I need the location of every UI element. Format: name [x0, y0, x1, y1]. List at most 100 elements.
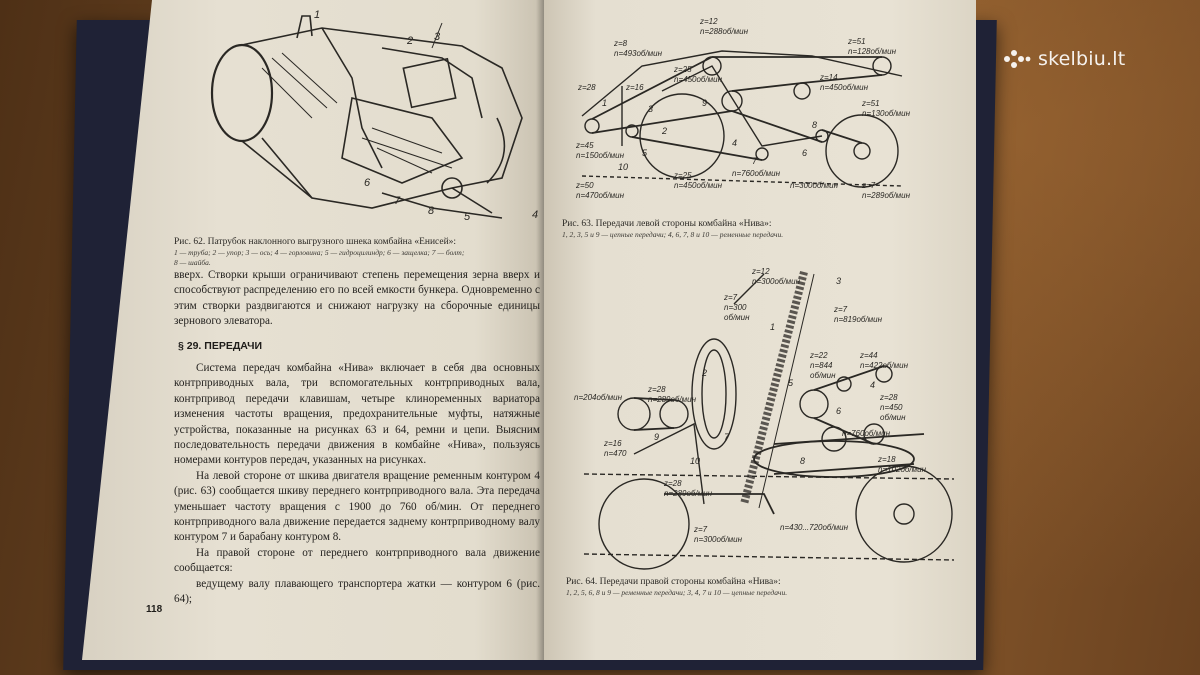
section-title: § 29. ПЕРЕДАЧИ — [178, 340, 263, 352]
fig63-label-5: n=493об/мин — [614, 49, 663, 58]
fig63-label-4: z=8 — [613, 39, 628, 48]
fig64-callout-4: 4 — [870, 380, 875, 390]
main-text: Система передач комбайна «Нива» включает… — [174, 361, 540, 608]
fig63-label-2: z=51 — [847, 37, 866, 46]
fig64-caption-legend: 1, 2, 5, 6, 8 и 9 — ременные передачи; 3… — [566, 588, 788, 597]
fig63-callout-9: 9 — [702, 98, 707, 108]
fig64-label-5: n=300 — [724, 303, 747, 312]
fig64-label-15: n=204об/мин — [574, 393, 623, 402]
fig62-callout-8: 8 — [428, 205, 435, 217]
fig64-label-9: об/мин — [810, 371, 836, 380]
fig63-callout-3: 3 — [648, 104, 653, 114]
fig64-caption: Рис. 64. Передачи правой стороны комбайн… — [566, 576, 966, 598]
fig64-label-22: n=102об/мин — [878, 465, 927, 474]
fig64-label-23: z=28 — [663, 479, 682, 488]
fig63-label-0: z=12 — [699, 17, 718, 26]
fig63-label-3: n=128об/мин — [848, 47, 897, 56]
fig63-caption-title: Рис. 63. Передачи левой стороны комбайна… — [562, 219, 772, 229]
fig63-label-20: z=50 — [575, 181, 594, 190]
fig62-callout-4: 4 — [532, 209, 538, 221]
fig63-callout-7: 7 — [752, 156, 758, 166]
fig63-callout-1: 1 — [602, 98, 607, 108]
fig64-callout-6: 6 — [836, 406, 841, 416]
fig64-callout-10: 10 — [690, 456, 700, 466]
fig64-label-0: z=12 — [751, 267, 770, 276]
fig64-label-25: z=7 — [693, 525, 708, 534]
fig63-label-17: n=450об/мин — [674, 181, 723, 190]
fig63-label-16: z=25 — [673, 171, 692, 180]
fig63-caption-legend: 1, 2, 3, 5 и 9 — цепные передачи; 4, 6, … — [562, 230, 784, 239]
fig64-label-6: об/мин — [724, 313, 750, 322]
fig62-callout-3: 3 — [434, 31, 441, 43]
fig64-label-7: z=22 — [809, 351, 828, 360]
fig64-label-11: n=422об/мин — [860, 361, 909, 370]
fig63-label-1: n=288об/мин — [700, 27, 749, 36]
fig64-label-13: n=450 — [880, 403, 903, 412]
fig64-label-16: z=28 — [647, 385, 666, 394]
fig62-callout-1: 1 — [314, 9, 320, 21]
fig62-drawing: 1 2 3 4 5 6 7 8 — [210, 9, 538, 223]
fig62-caption: Рис. 62. Патрубок наклонного выгрузного … — [174, 236, 540, 268]
right-page: z=12 n=288об/мин z=51 n=128об/мин z=8 n=… — [544, 0, 976, 660]
fig64-callout-8: 8 — [800, 456, 805, 466]
paragraph-1: Система передач комбайна «Нива» включает… — [174, 362, 540, 467]
fig63-label-22: z=7 — [861, 181, 876, 190]
fig63-callout-6: 6 — [802, 148, 807, 158]
fig62-caption-legend-2: 8 — шайба. — [174, 258, 211, 267]
fig63-label-9: n=450об/мин — [820, 83, 869, 92]
fig64-callout-7: 7 — [724, 432, 730, 442]
fig64-label-8: n=844 — [810, 361, 833, 370]
fig63-label-21: n=470об/мин — [576, 191, 625, 200]
fig62-caption-title: Рис. 62. Патрубок наклонного выгрузного … — [174, 237, 457, 247]
skelbiu-logo-icon — [1004, 50, 1031, 68]
paragraph-continued: вверх. Створки крыши ограничивают степен… — [174, 268, 540, 330]
fig63-caption: Рис. 63. Передачи левой стороны комбайна… — [562, 218, 962, 240]
fig64-label-26: n=300об/мин — [694, 535, 743, 544]
fig64-label-14: об/мин — [880, 413, 906, 422]
fig63-label-8: z=14 — [819, 73, 838, 82]
fig63-label-19: n=300об/мин — [790, 181, 839, 190]
fig62-callout-2: 2 — [406, 35, 413, 47]
fig63-label-12: z=28 — [577, 83, 596, 92]
fig63-callout-2: 2 — [661, 126, 667, 136]
fig63-label-23: n=289об/мин — [862, 191, 911, 200]
fig64-callout-3: 3 — [836, 276, 841, 286]
fig63-callout-8: 8 — [812, 120, 817, 130]
fig64-caption-title: Рис. 64. Передачи правой стороны комбайн… — [566, 577, 781, 587]
fig64-drawing: z=12 n=300об/мин z=7 n=819об/мин z=7 n=3… — [574, 267, 955, 570]
fig64-label-12: z=28 — [879, 393, 898, 402]
skelbiu-watermark-text: skelbiu.lt — [1038, 48, 1126, 70]
fig63-label-11: n=130об/мин — [862, 109, 911, 118]
fig63-label-14: z=45 — [575, 141, 594, 150]
fig63-label-7: n=450об/мин — [674, 75, 723, 84]
fig63-label-6: z=25 — [673, 65, 692, 74]
fig64-label-18: n=760об/мин — [842, 429, 891, 438]
fig64-label-2: z=7 — [833, 305, 848, 314]
fig64-callout-1: 1 — [770, 322, 775, 332]
fig64-callout-2: 2 — [701, 368, 707, 378]
fig63-callout-10: 10 — [618, 162, 628, 172]
left-page: 1 2 3 4 5 6 7 8 Рис. 62. Патрубок наклон… — [82, 0, 544, 660]
fig62-caption-legend-1: 1 — труба; 2 — упор; 3 — ось; 4 — горлов… — [174, 248, 465, 257]
page-number: 118 — [146, 604, 163, 615]
fig63-label-13: z=16 — [625, 83, 644, 92]
fig63-drawing: z=12 n=288об/мин z=51 n=128об/мин z=8 n=… — [575, 17, 911, 200]
fig62-callout-6: 6 — [364, 177, 371, 189]
fig64-label-19: z=16 — [603, 439, 622, 448]
fig64-label-17: n=289об/мин — [648, 395, 697, 404]
fig64-callout-5: 5 — [788, 378, 794, 388]
skelbiu-watermark: skelbiu.lt — [1002, 46, 1172, 72]
fig64-label-3: n=819об/мин — [834, 315, 883, 324]
fig63-label-15: n=150об/мин — [576, 151, 625, 160]
fig64-label-24: n=289об/мин — [664, 489, 713, 498]
fig62-callout-5: 5 — [464, 211, 471, 223]
fig64-label-1: n=300об/мин — [752, 277, 801, 286]
fig64-label-4: z=7 — [723, 293, 738, 302]
fig64-label-27: n=430...720об/мин — [780, 523, 849, 532]
fig63-callout-5: 5 — [642, 148, 648, 158]
paragraph-4: ведущему валу плавающего транспортера жа… — [174, 577, 540, 606]
fig64-label-21: z=18 — [877, 455, 896, 464]
paragraph-continued-text: вверх. Створки крыши ограничивают степен… — [174, 269, 540, 328]
fig64-label-10: z=44 — [859, 351, 878, 360]
fig63-label-18: n=760об/мин — [732, 169, 781, 178]
